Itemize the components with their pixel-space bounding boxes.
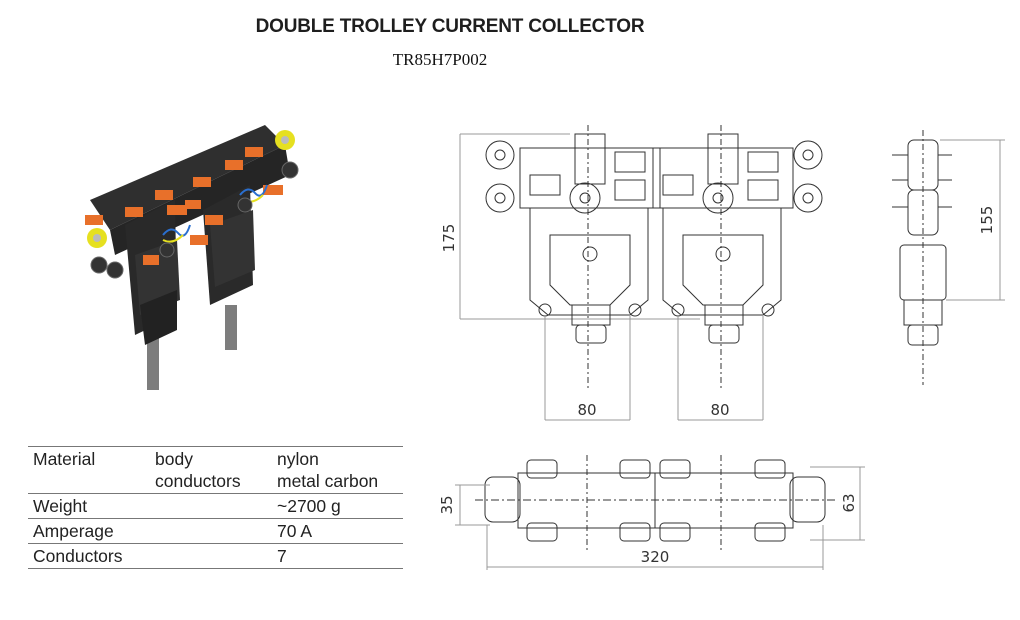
spec-label: Conductors (33, 546, 123, 566)
spec-label: Weight (33, 496, 88, 516)
dim-320: 320 (641, 548, 670, 566)
spec-sub: conductors (155, 471, 241, 491)
top-view-drawing: 35 63 320 (438, 455, 865, 570)
front-unit-right (652, 133, 823, 344)
spec-row-conductors: Conductors 7 (28, 544, 403, 569)
spec-value: nylon (277, 449, 319, 469)
front-view-drawing: 175 (440, 125, 823, 421)
dim-35: 35 (438, 495, 456, 514)
spec-value: metal carbon (277, 471, 379, 491)
dim-175: 175 (440, 224, 458, 253)
dim-80-left: 80 (577, 401, 596, 419)
product-3d-image (85, 125, 299, 390)
spec-value: ~2700 g (277, 496, 341, 516)
spec-label: Material (33, 449, 96, 469)
dim-63: 63 (840, 493, 858, 512)
spec-label: Amperage (33, 521, 114, 541)
dim-80-right: 80 (710, 401, 729, 419)
spec-value: 70 A (277, 521, 313, 541)
spec-row-weight: Weight ~2700 g (28, 494, 403, 519)
page-title: DOUBLE TROLLEY CURRENT COLLECTOR (255, 16, 645, 37)
side-view-drawing: 155 (892, 130, 1005, 385)
front-unit-left (485, 133, 661, 344)
spec-value: 7 (277, 546, 287, 566)
dim-155: 155 (978, 206, 996, 235)
product-code: TR85H7P002 (392, 50, 488, 69)
spec-sub: body (155, 449, 193, 469)
spec-row-amperage: Amperage 70 A (28, 519, 403, 544)
